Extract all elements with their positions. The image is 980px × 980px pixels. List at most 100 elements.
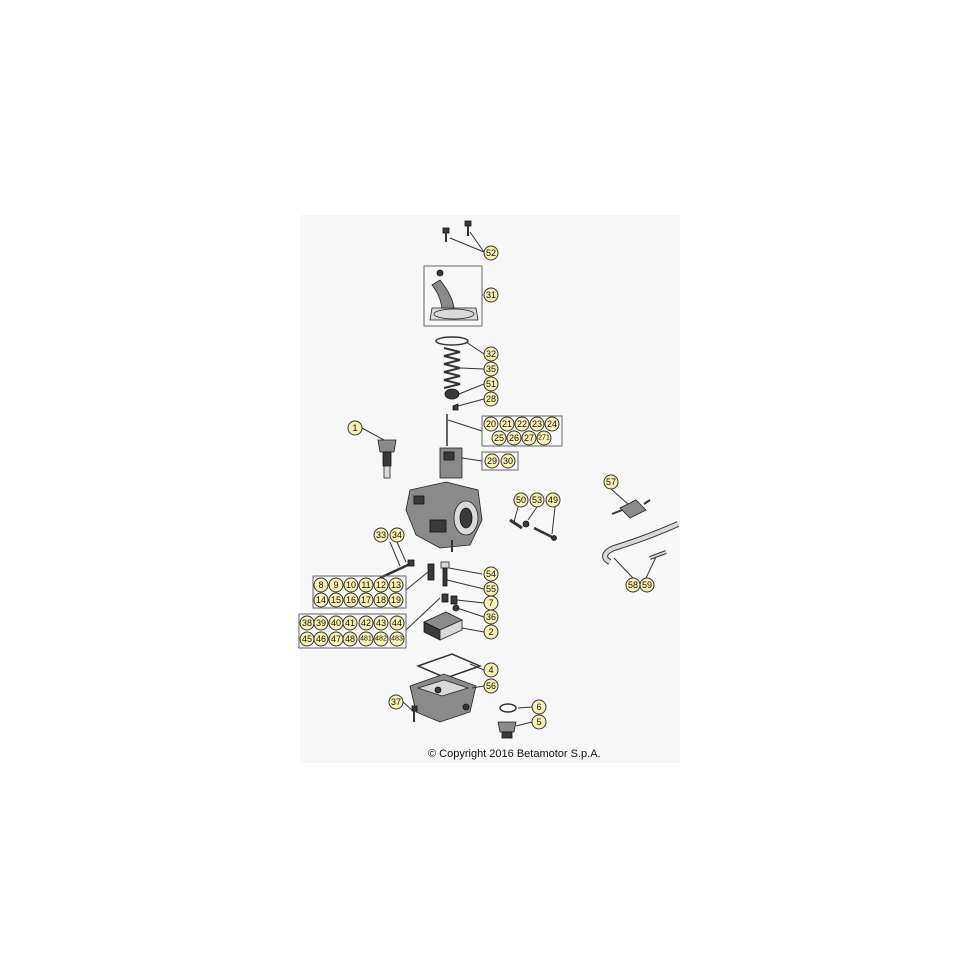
callout-37: 37 — [388, 694, 404, 710]
hose-58 — [602, 521, 680, 565]
drain-plug-5 — [497, 721, 517, 739]
callout-34: 34 — [389, 527, 405, 543]
svg-text:45: 45 — [302, 634, 312, 644]
callout-57: 57 — [603, 474, 619, 490]
svg-text:52: 52 — [486, 248, 496, 258]
svg-text:55: 55 — [486, 584, 496, 594]
callout-1: 1 — [347, 420, 363, 436]
svg-text:482: 482 — [375, 636, 387, 643]
gasket-32 — [435, 336, 469, 346]
callout-54: 54 — [483, 566, 499, 582]
callout-20: 20 — [483, 416, 499, 432]
callout-36: 36 — [483, 609, 499, 625]
copyright-notice: © Copyright 2016 Betamotor S.p.A. — [428, 748, 601, 760]
float-bowl-56 — [409, 673, 477, 723]
retainer-51 — [444, 388, 460, 400]
main-jet-36 — [441, 593, 449, 603]
callout-42: 42 — [358, 615, 374, 631]
svg-text:21: 21 — [502, 419, 512, 429]
callout-38: 38 — [299, 615, 315, 631]
callout-17: 17 — [358, 592, 374, 608]
needle-jet-54-55 — [440, 561, 450, 587]
svg-text:22: 22 — [517, 419, 527, 429]
callout-24: 24 — [544, 416, 560, 432]
callout-483: 483 — [389, 631, 405, 647]
svg-text:28: 28 — [486, 394, 496, 404]
svg-text:29: 29 — [487, 456, 497, 466]
leader-lines — [361, 231, 657, 727]
group-box-20-271 — [481, 415, 563, 447]
callout-31: 31 — [483, 287, 499, 303]
svg-text:36: 36 — [486, 612, 496, 622]
svg-text:7: 7 — [488, 598, 493, 608]
svg-text:53: 53 — [532, 495, 542, 505]
callout-22: 22 — [514, 416, 530, 432]
callout-32: 32 — [483, 346, 499, 362]
svg-text:42: 42 — [361, 618, 371, 628]
svg-text:54: 54 — [486, 569, 496, 579]
callout-59: 59 — [639, 577, 655, 593]
svg-text:1: 1 — [352, 423, 357, 433]
callout-26: 26 — [506, 430, 522, 446]
svg-text:5: 5 — [536, 717, 541, 727]
callout-9: 9 — [328, 577, 344, 593]
callout-6: 6 — [531, 699, 547, 715]
carb-top-cap-31 — [423, 265, 483, 327]
callout-50: 50 — [513, 492, 529, 508]
svg-text:49: 49 — [548, 495, 558, 505]
callout-58: 58 — [625, 577, 641, 593]
callout-40: 40 — [328, 615, 344, 631]
callout-7: 7 — [483, 595, 499, 611]
svg-text:11: 11 — [361, 580, 370, 590]
screw-52-right — [464, 220, 472, 236]
svg-text:17: 17 — [361, 595, 371, 605]
callout-27: 27 — [521, 430, 537, 446]
svg-text:483: 483 — [391, 636, 403, 643]
o-ring-6 — [499, 703, 517, 713]
svg-text:44: 44 — [392, 618, 402, 628]
valve-57 — [611, 499, 651, 519]
svg-text:16: 16 — [346, 595, 356, 605]
callout-481: 481 — [358, 631, 374, 647]
callout-21: 21 — [499, 416, 515, 432]
callout-482: 482 — [373, 631, 389, 647]
svg-text:4: 4 — [488, 665, 493, 675]
svg-text:50: 50 — [516, 495, 526, 505]
svg-text:41: 41 — [345, 618, 355, 628]
svg-text:33: 33 — [376, 530, 386, 540]
spring-35 — [443, 347, 461, 389]
svg-text:23: 23 — [532, 419, 542, 429]
group-box-8-19 — [312, 575, 407, 609]
callout-44: 44 — [389, 615, 405, 631]
svg-text:481: 481 — [360, 636, 372, 643]
jet-holder — [427, 563, 435, 581]
svg-text:32: 32 — [486, 349, 496, 359]
callout-56: 56 — [483, 678, 499, 694]
callout-53: 53 — [529, 492, 545, 508]
screw-37 — [411, 705, 418, 722]
callout-15: 15 — [328, 592, 344, 608]
callout-11: 11 — [358, 577, 374, 593]
svg-text:20: 20 — [486, 419, 496, 429]
svg-text:2: 2 — [488, 627, 493, 637]
svg-text:13: 13 — [391, 580, 401, 590]
svg-text:26: 26 — [509, 433, 519, 443]
svg-text:46: 46 — [316, 634, 326, 644]
svg-text:27: 27 — [524, 433, 534, 443]
svg-text:18: 18 — [376, 595, 386, 605]
callout-19: 19 — [388, 592, 404, 608]
callout-25: 25 — [491, 430, 507, 446]
svg-text:39: 39 — [316, 618, 326, 628]
callout-49: 49 — [545, 492, 561, 508]
svg-text:19: 19 — [391, 595, 401, 605]
svg-text:24: 24 — [547, 419, 557, 429]
carburetor-body — [405, 481, 483, 552]
svg-text:9: 9 — [333, 580, 338, 590]
svg-text:14: 14 — [316, 595, 326, 605]
svg-text:12: 12 — [376, 580, 386, 590]
callout-46: 46 — [313, 631, 329, 647]
callout-8: 8 — [313, 577, 329, 593]
group-box-38-483 — [298, 613, 407, 649]
callout-18: 18 — [373, 592, 389, 608]
